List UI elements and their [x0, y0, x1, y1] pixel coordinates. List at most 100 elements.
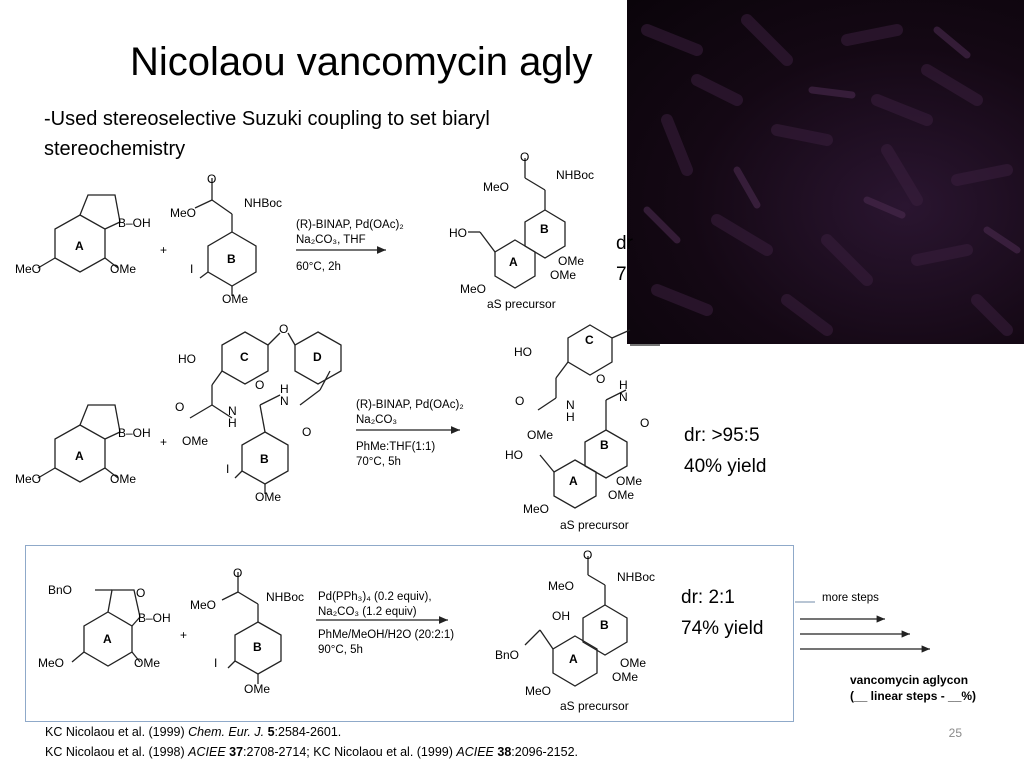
s2-cond1: (R)-BINAP, Pd(OAc)₂ [356, 399, 464, 411]
s3-o-ester: O [233, 566, 243, 580]
s2-prod-o2: O [515, 394, 525, 408]
s3-ring-b-label: B [253, 640, 262, 654]
s1-prod-nhboc: NHBoc [556, 168, 595, 182]
s3-prod-ring-b-label: B [600, 618, 609, 632]
s3-bno: BnO [48, 583, 73, 597]
s1-prod-o: O [520, 150, 530, 164]
s2-conditions-bottom: PhMe:THF(1:1) 70°C, 5h [356, 440, 435, 470]
s1-prod-meo2: MeO [460, 282, 487, 296]
s2-boh: B–OH [118, 426, 151, 440]
s2-prod-ring-b [584, 429, 628, 479]
scheme3-dr: dr: 2:1 [681, 587, 735, 608]
s1-prod-ring-a-label: A [509, 255, 518, 269]
s3-prod-ome1: OMe [620, 656, 647, 670]
s2-cond4: 70°C, 5h [356, 456, 401, 468]
reference-2: KC Nicolaou et al. (1998) ACIEE 37:2708-… [45, 745, 579, 759]
s2-prod-h2: H [566, 410, 575, 424]
s3-plus: + [180, 628, 188, 642]
s3-cond1: Pd(PPh₃)₄ (0.2 equiv), [318, 591, 432, 603]
reference-1: KC Nicolaou et al. (1999) Chem. Eur. J. … [45, 725, 342, 739]
s1-meo-ester: MeO [170, 206, 197, 220]
highlight-box-scheme3 [25, 545, 794, 722]
scheme2-dr: dr: >95:5 [684, 425, 760, 446]
s2-o2: O [175, 400, 185, 414]
s3-conditions-top: Pd(PPh₃)₄ (0.2 equiv), Na₂CO₃ (1.2 equiv… [318, 590, 432, 620]
s3-prod-bno: BnO [495, 648, 520, 662]
s2-plus: + [160, 435, 168, 449]
s1-ring-a-label: A [75, 239, 84, 253]
s1-meo: MeO [15, 262, 42, 276]
s3-cond2: Na₂CO₃ (1.2 equiv) [318, 606, 417, 618]
target-steps: (__ linear steps - __%) [850, 689, 977, 703]
s1-product-label: aS precursor [487, 297, 556, 311]
target-compound: vancomycin aglycon (__ linear steps - __… [850, 672, 976, 704]
s1-cond3: 60°C, 2h [296, 261, 341, 273]
bullet-text: -Used stereoselective Suzuki coupling to… [44, 108, 490, 160]
s1-prod-ho: HO [449, 226, 467, 240]
s3-meo-ester: MeO [190, 598, 217, 612]
s2-prod-ome2: OMe [608, 488, 635, 502]
s2-n1: N [280, 394, 289, 408]
s1-ome: OMe [110, 262, 137, 276]
bacteria-photo-graphic [641, 14, 1021, 336]
s3-nhboc: NHBoc [266, 590, 305, 604]
s3-conditions-bottom: PhMe/MeOH/H2O (20:2:1) 90°C, 5h [318, 628, 454, 658]
s2-h2: H [228, 416, 237, 430]
s3-o-ring: O [136, 586, 146, 600]
s2-prod-ho: HO [514, 345, 532, 359]
s3-product-label: aS precursor [560, 699, 629, 713]
s1-plus: + [160, 243, 168, 257]
s2-prod-meo: MeO [523, 502, 550, 516]
page-number: 25 [948, 726, 962, 740]
slide-title: Nicolaou vancomycin agly [130, 40, 593, 84]
s3-prod-ome2: OMe [612, 670, 639, 684]
s3-meo: MeO [38, 656, 65, 670]
s1-nhboc: NHBoc [244, 196, 283, 210]
s2-cond3: PhMe:THF(1:1) [356, 441, 436, 453]
s3-prod-ring-b [582, 604, 628, 656]
s2-prod-ome1: OMe [616, 474, 643, 488]
s2-ring-b-label: B [260, 452, 269, 466]
s2-prod-n: N [619, 390, 628, 404]
s1-prod-meo: MeO [483, 180, 510, 194]
s2-prod-h: H [619, 378, 628, 392]
s3-ome: OMe [134, 656, 161, 670]
s1-i: I [190, 262, 194, 276]
s3-prod-meo: MeO [548, 579, 575, 593]
s1-conditions-top: (R)-BINAP, Pd(OAc)₂ Na₂CO₃, THF [296, 218, 404, 248]
s2-ring-a-label: A [75, 449, 84, 463]
s2-prod-ho2: HO [505, 448, 523, 462]
s3-i: I [214, 656, 218, 670]
s3-boh: B–OH [138, 611, 171, 625]
s3-cond4: 90°C, 5h [318, 644, 363, 656]
s2-conditions-top: (R)-BINAP, Pd(OAc)₂ Na₂CO₃ [356, 398, 464, 428]
s2-prod-o1: O [596, 372, 606, 386]
s1-cond1: (R)-BINAP, Pd(OAc)₂ [296, 219, 404, 231]
s2-ether-o: O [279, 322, 289, 336]
s2-prod-ome-ester: OMe [527, 428, 554, 442]
s3-prod-o: O [583, 548, 593, 562]
target-name: vancomycin aglycon [850, 673, 969, 687]
s1-ring-b-label: B [227, 252, 236, 266]
s1-ome-b: OMe [222, 292, 249, 306]
scheme1-dr: dr [616, 233, 633, 254]
s1-cond2: Na₂CO₃, THF [296, 234, 366, 246]
s2-ome: OMe [110, 472, 137, 486]
s2-h1: H [280, 382, 289, 396]
scheme2-yield: 40% yield [684, 456, 767, 477]
s3-ring-a-label: A [103, 632, 112, 646]
s2-o1: O [255, 378, 265, 392]
scheme1-result: dr 7 [616, 228, 633, 290]
s2-meo: MeO [15, 472, 42, 486]
s3-ome-b: OMe [244, 682, 271, 696]
s2-prod-o3: O [640, 416, 650, 430]
s2-prod-n2: N [566, 398, 575, 412]
s2-ome-b: OMe [255, 490, 282, 504]
s2-product-label: aS precursor [560, 518, 629, 532]
s2-ring-c-label: C [240, 350, 249, 364]
s3-prod-oh: OH [552, 609, 570, 623]
s2-prod-ring-b-label: B [600, 438, 609, 452]
s1-prod-ome2: OMe [550, 268, 577, 282]
s3-prod-nhboc: NHBoc [617, 570, 656, 584]
